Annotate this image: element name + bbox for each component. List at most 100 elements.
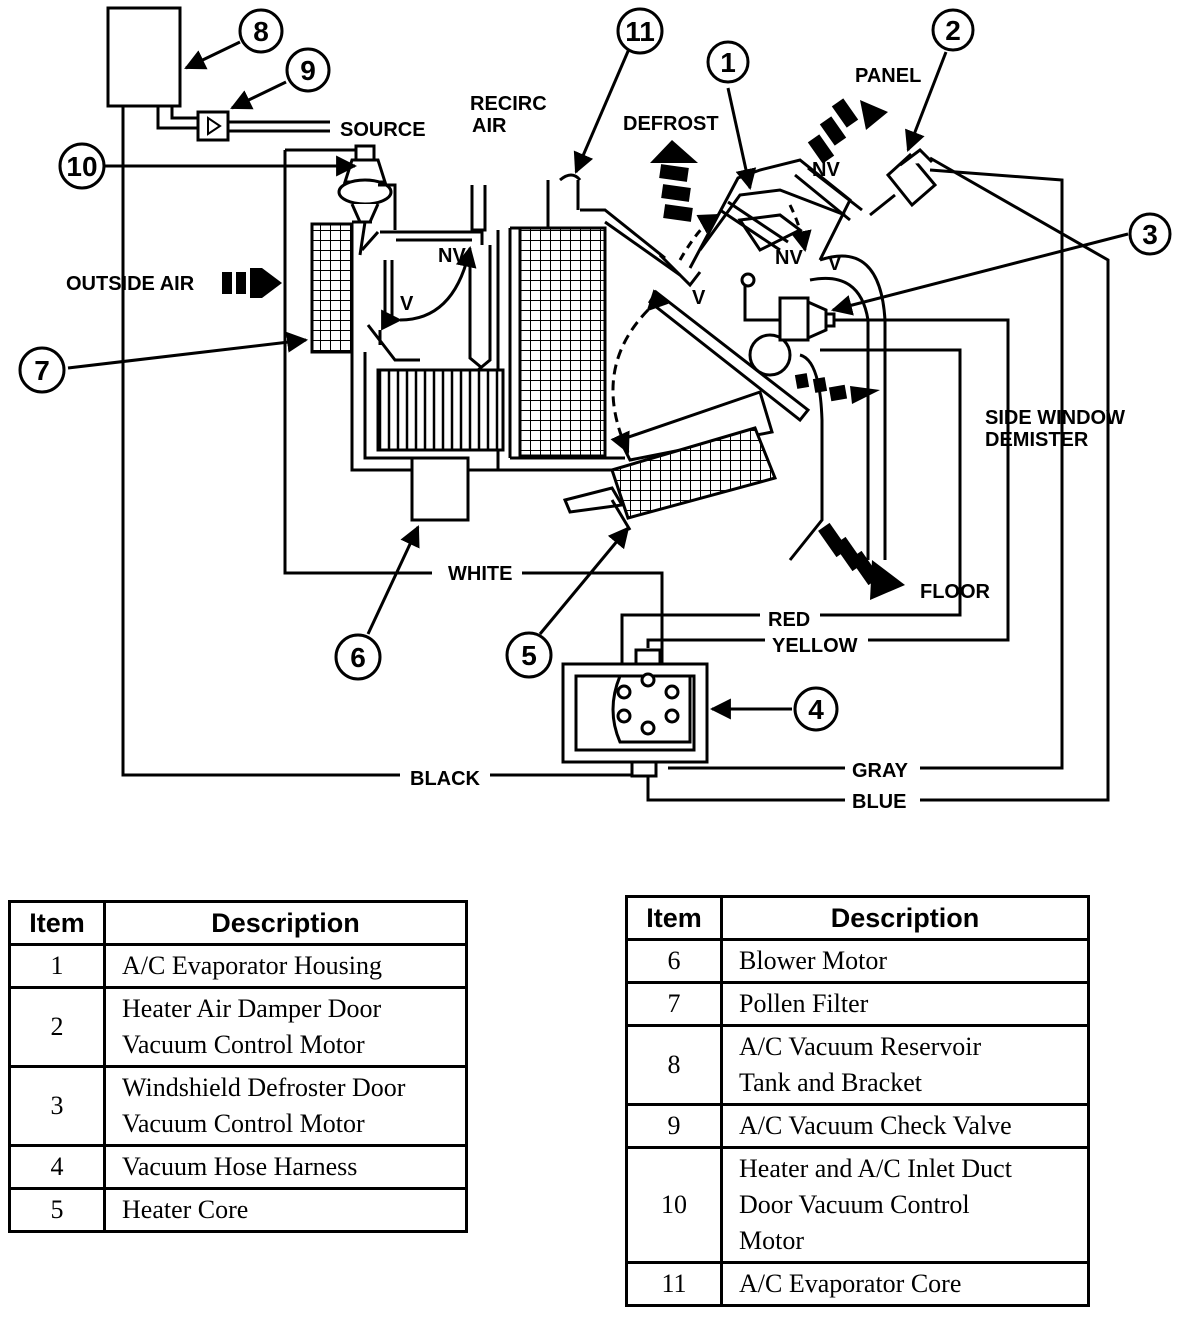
pivot-small xyxy=(740,272,756,288)
callout-6-number: 6 xyxy=(350,642,366,673)
callout-4: 4 xyxy=(793,686,839,732)
legend-header-row: Item Description xyxy=(625,895,1090,941)
vacuum-harness xyxy=(561,648,709,778)
description-line: Heater Core xyxy=(122,1195,249,1224)
callout-2: 2 xyxy=(931,8,975,52)
legend-item-description: A/C Evaporator Core xyxy=(720,1261,1090,1307)
callout-9-number: 9 xyxy=(300,55,316,86)
callout-1: 1 xyxy=(706,40,750,84)
pollen-filter xyxy=(310,222,354,354)
callout-3: 3 xyxy=(1128,212,1172,256)
label-outside-air: OUTSIDE AIR xyxy=(66,273,195,295)
airflow-arrows xyxy=(222,98,905,600)
legend-item-number: 7 xyxy=(625,981,723,1027)
description-line: Vacuum Hose Harness xyxy=(122,1152,358,1181)
legend-item-description: A/C Evaporator Housing xyxy=(103,943,468,989)
door-swing-arcs xyxy=(381,204,812,454)
callout-10: 10 xyxy=(58,142,106,190)
callout-11: 11 xyxy=(616,7,664,55)
label-side-window-line2: DEMISTER xyxy=(985,429,1089,451)
legend-item-number: 1 xyxy=(8,943,106,989)
description-line: Blower Motor xyxy=(739,946,888,975)
callout-leaders xyxy=(67,40,1129,720)
label-recirc-line2: AIR xyxy=(472,115,507,137)
label-v-panel: V xyxy=(828,253,842,275)
legend-row: 9 A/C Vacuum Check Valve xyxy=(625,1103,1090,1149)
callout-2-number: 2 xyxy=(945,15,961,46)
legend-item-number: 9 xyxy=(625,1103,723,1149)
description-line: Tank and Bracket xyxy=(739,1068,922,1097)
legend-item-description: Vacuum Hose Harness xyxy=(103,1144,468,1190)
description-line: Pollen Filter xyxy=(739,989,869,1018)
description-line: A/C Evaporator Housing xyxy=(122,951,382,980)
legend-item-number: 6 xyxy=(625,938,723,984)
label-side-window-line1: SIDE WINDOW xyxy=(985,407,1125,429)
label-source: SOURCE xyxy=(340,119,426,141)
description-line: Motor xyxy=(739,1226,804,1255)
legend-item-number: 4 xyxy=(8,1144,106,1190)
column-header-item: Item xyxy=(625,895,723,941)
description-line: A/C Vacuum Check Valve xyxy=(739,1111,1012,1140)
label-v-defrost: V xyxy=(692,287,706,309)
column-header-description: Description xyxy=(103,900,468,946)
label-panel: PANEL xyxy=(855,65,921,87)
damper-door-motor xyxy=(869,148,938,217)
label-black: BLACK xyxy=(410,768,481,790)
callout-10-number: 10 xyxy=(66,151,97,182)
callout-6: 6 xyxy=(334,633,382,681)
legend-row: 1 A/C Evaporator Housing xyxy=(8,943,468,989)
callout-11-number: 11 xyxy=(625,16,655,47)
legend-item-number: 8 xyxy=(625,1024,723,1106)
pivot-circle xyxy=(748,333,792,377)
callout-7: 7 xyxy=(18,346,66,394)
description-line: Windshield Defroster Door xyxy=(122,1073,406,1102)
legend-table-left: Item Description 1 A/C Evaporator Housing… xyxy=(8,900,468,1233)
legend-item-number: 3 xyxy=(8,1065,106,1147)
legend-item-description: Heater Core xyxy=(103,1187,468,1233)
evaporator-core xyxy=(518,173,607,458)
legend-item-description: Blower Motor xyxy=(720,938,1090,984)
label-nv-defrost: NV xyxy=(775,247,803,269)
description-line: A/C Evaporator Core xyxy=(739,1269,962,1298)
legend-row: 6 Blower Motor xyxy=(625,938,1090,984)
callout-3-number: 3 xyxy=(1142,219,1158,250)
callout-9: 9 xyxy=(285,47,331,93)
legend-row: 7 Pollen Filter xyxy=(625,981,1090,1027)
vacuum-diagram: 1 2 3 4 5 6 7 8 9 10 11 SOURCE RECIRC AI… xyxy=(18,6,1172,813)
vacuum-lines xyxy=(121,106,1110,802)
callout-8: 8 xyxy=(238,8,284,54)
callout-7-number: 7 xyxy=(34,355,50,386)
label-yellow: YELLOW xyxy=(772,635,858,657)
legend-table-right: Item Description 6 Blower Motor 7 Pollen Fi… xyxy=(625,895,1090,1307)
callout-1-number: 1 xyxy=(720,47,736,78)
recirc-door xyxy=(360,231,394,325)
callout-5: 5 xyxy=(505,631,553,679)
label-blue: BLUE xyxy=(852,791,906,813)
description-line: Heater Air Damper Door xyxy=(122,994,382,1023)
column-header-description: Description xyxy=(720,895,1090,941)
callout-8-number: 8 xyxy=(253,16,269,47)
column-header-item: Item xyxy=(8,900,106,946)
legend-item-number: 10 xyxy=(625,1146,723,1264)
label-gray: GRAY xyxy=(852,760,909,782)
label-white: WHITE xyxy=(448,563,512,585)
description-line: Vacuum Control Motor xyxy=(122,1030,365,1059)
description-line: Vacuum Control Motor xyxy=(122,1109,365,1138)
description-line: A/C Vacuum Reservoir xyxy=(739,1032,982,1061)
label-v-inlet: V xyxy=(400,293,414,315)
label-defrost: DEFROST xyxy=(623,113,719,135)
description-line: Heater and A/C Inlet Duct xyxy=(739,1154,1012,1183)
legend-item-description: Pollen Filter xyxy=(720,981,1090,1027)
vacuum-reservoir xyxy=(106,6,182,108)
label-red: RED xyxy=(768,609,810,631)
